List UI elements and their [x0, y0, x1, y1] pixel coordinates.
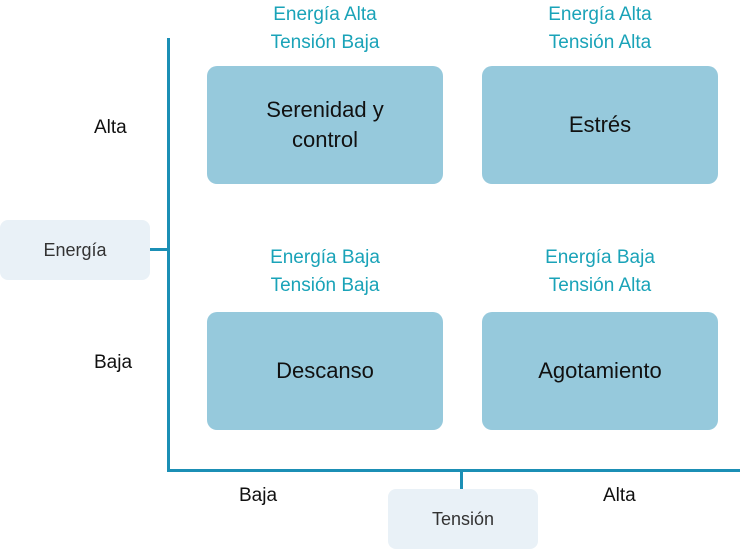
caption-tension: Tensión Baja [270, 32, 380, 53]
caption-energy: Energía Baja [545, 247, 655, 268]
x-level-low: Baja [239, 485, 278, 506]
quadrant-caption-rest: Energía Baja Tensión Baja [207, 244, 443, 300]
x-level-high: Alta [603, 485, 636, 506]
quadrant-caption-exhaustion: Energía Baja Tensión Alta [482, 244, 718, 300]
quadrant-box-stress: Estrés [482, 66, 718, 184]
caption-energy: Energía Alta [548, 4, 652, 25]
x-axis-connector [460, 470, 463, 489]
quadrant-caption-serenity: Energía Alta Tensión Baja [207, 1, 443, 57]
y-axis-title: Energía [0, 220, 150, 280]
quadrant-box-serenity: Serenidad y control [207, 66, 443, 184]
quadrant-caption-stress: Energía Alta Tensión Alta [482, 1, 718, 57]
y-axis-line [167, 38, 170, 472]
caption-tension: Tensión Alta [548, 32, 652, 53]
caption-energy: Energía Baja [270, 247, 380, 268]
quadrant-box-exhaustion: Agotamiento [482, 312, 718, 430]
quadrant-box-rest: Descanso [207, 312, 443, 430]
y-level-high: Alta [94, 117, 127, 138]
y-level-low: Baja [94, 352, 133, 373]
x-axis-line [167, 469, 740, 472]
caption-tension: Tensión Baja [270, 275, 380, 296]
caption-energy: Energía Alta [273, 4, 377, 25]
y-axis-connector [150, 248, 168, 251]
x-axis-title: Tensión [388, 489, 538, 549]
caption-tension: Tensión Alta [548, 275, 652, 296]
